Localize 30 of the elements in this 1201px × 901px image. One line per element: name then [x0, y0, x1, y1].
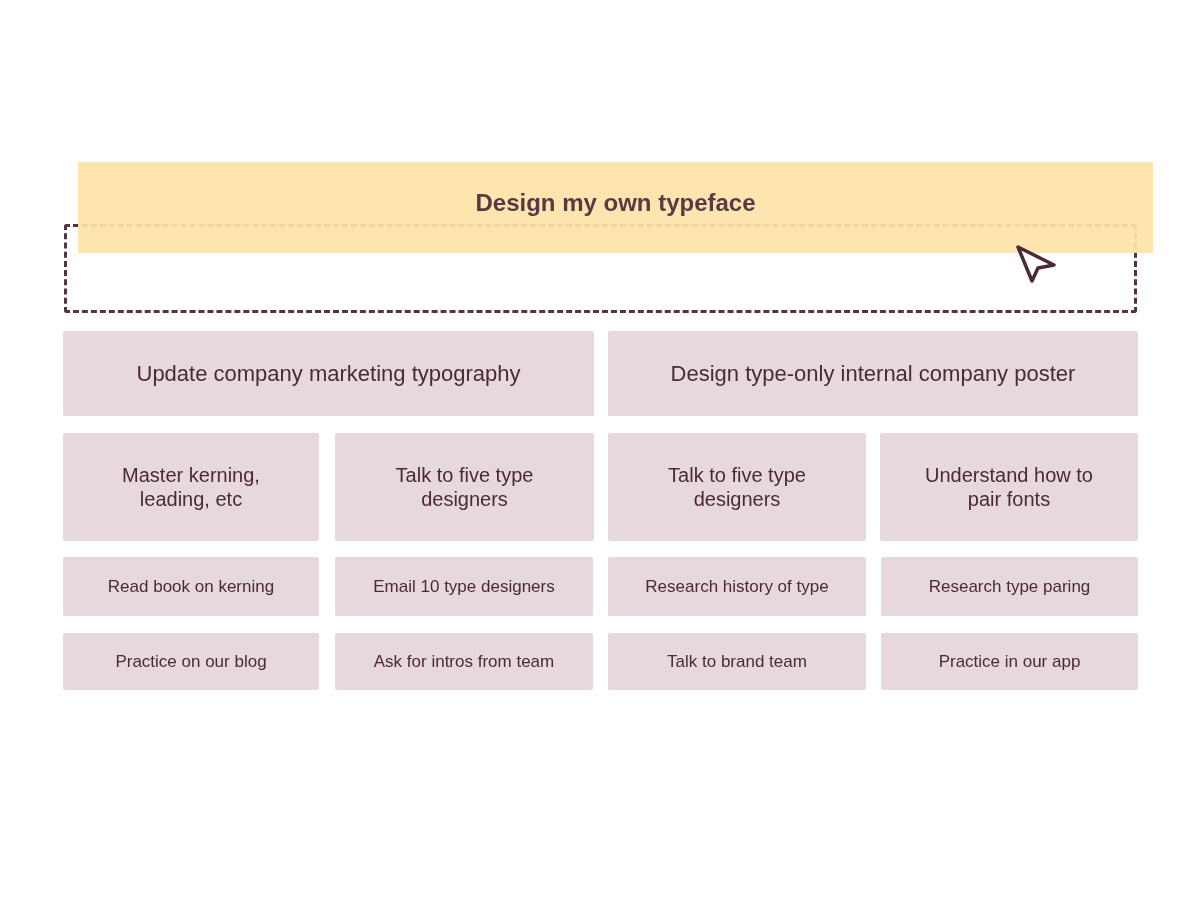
key-result-box — [63, 433, 319, 541]
box-label: Email 10 type designers — [373, 575, 555, 598]
box-label: Understand how to pair fonts — [924, 463, 1094, 511]
box-label: Talk to brand team — [667, 650, 807, 673]
task-box — [608, 633, 866, 690]
box-label: Talk to five type designers — [394, 463, 535, 511]
box-label: Update company marketing typography — [136, 360, 521, 388]
box-label: Talk to five type designers — [667, 463, 807, 511]
task-box — [63, 633, 319, 690]
task-box — [881, 633, 1138, 690]
task-box — [608, 557, 866, 616]
box-label: Practice on our blog — [115, 650, 267, 673]
key-result-box — [880, 433, 1138, 541]
box-label: Master kerning, leading, etc — [121, 463, 261, 511]
box-label: Design type-only internal company poster — [670, 360, 1076, 388]
task-box — [335, 557, 593, 616]
box-label: Research type paring — [928, 575, 1091, 598]
task-box — [881, 557, 1138, 616]
box-label: Practice in our app — [938, 650, 1081, 673]
objective-box — [608, 331, 1138, 416]
goal-box — [78, 162, 1153, 253]
box-label: Read book on kerning — [107, 575, 275, 598]
box-label: Research history of type — [645, 575, 829, 598]
task-box — [335, 633, 593, 690]
objective-box — [63, 331, 594, 416]
key-result-box — [335, 433, 594, 541]
task-box — [63, 557, 319, 616]
box-label: Ask for intros from team — [373, 650, 555, 673]
box-label: Design my own typeface — [475, 187, 756, 218]
key-result-box — [608, 433, 866, 541]
